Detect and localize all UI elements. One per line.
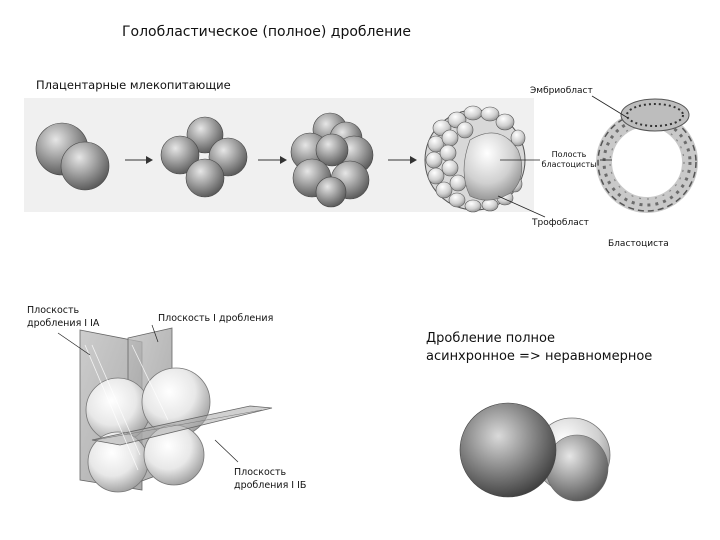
label-plane-2b: Плоскость дробления I IБ (234, 466, 306, 492)
label-trophoblast: Трофобласт (532, 218, 589, 228)
description-line2: асинхронное => неравномерное (426, 349, 653, 364)
blastocyst-cavity (463, 132, 523, 201)
label-plane-2a: Плоскость дробления I IA (27, 304, 99, 330)
two-cell-stage (35, 122, 110, 191)
section-subtitle: Плацентарные млекопитающие (36, 78, 231, 92)
label-embryoblast: Эмбриобласт (530, 86, 593, 96)
arrow-2 (258, 156, 287, 164)
description-line1: Дробление полное (426, 331, 555, 346)
label-plane-2b-line2: дробления I IБ (234, 480, 307, 491)
cleavage-planes-illustration (57, 324, 273, 493)
blastocyst-micrograph (596, 98, 698, 213)
label-leaders (497, 95, 629, 218)
page-title: Голобластическое (полное) дробление (122, 24, 411, 40)
early-blastocyst (424, 105, 526, 213)
label-cavity-line2: бластоцисты (541, 160, 597, 169)
label-cavity-line1: Полость (551, 150, 587, 159)
label-plane-1: Плоскость I дробления (158, 313, 274, 324)
eight-cell-stage (290, 112, 374, 208)
cleavage-description: Дробление полное асинхронное => неравном… (426, 330, 652, 366)
label-plane-2b-line1: Плоскость (234, 467, 287, 478)
label-plane-2a-line1: Плоскость (27, 305, 80, 316)
label-plane-2a-line2: дробления I IA (27, 318, 100, 329)
four-cell-stage (160, 116, 248, 198)
arrow-3 (388, 156, 417, 164)
arrow-1 (125, 156, 153, 164)
label-blastocyst-cavity: Полость бластоцисты (538, 150, 600, 170)
asynchronous-cleavage (459, 402, 611, 502)
label-blastocyst: Бластоциста (608, 239, 669, 249)
